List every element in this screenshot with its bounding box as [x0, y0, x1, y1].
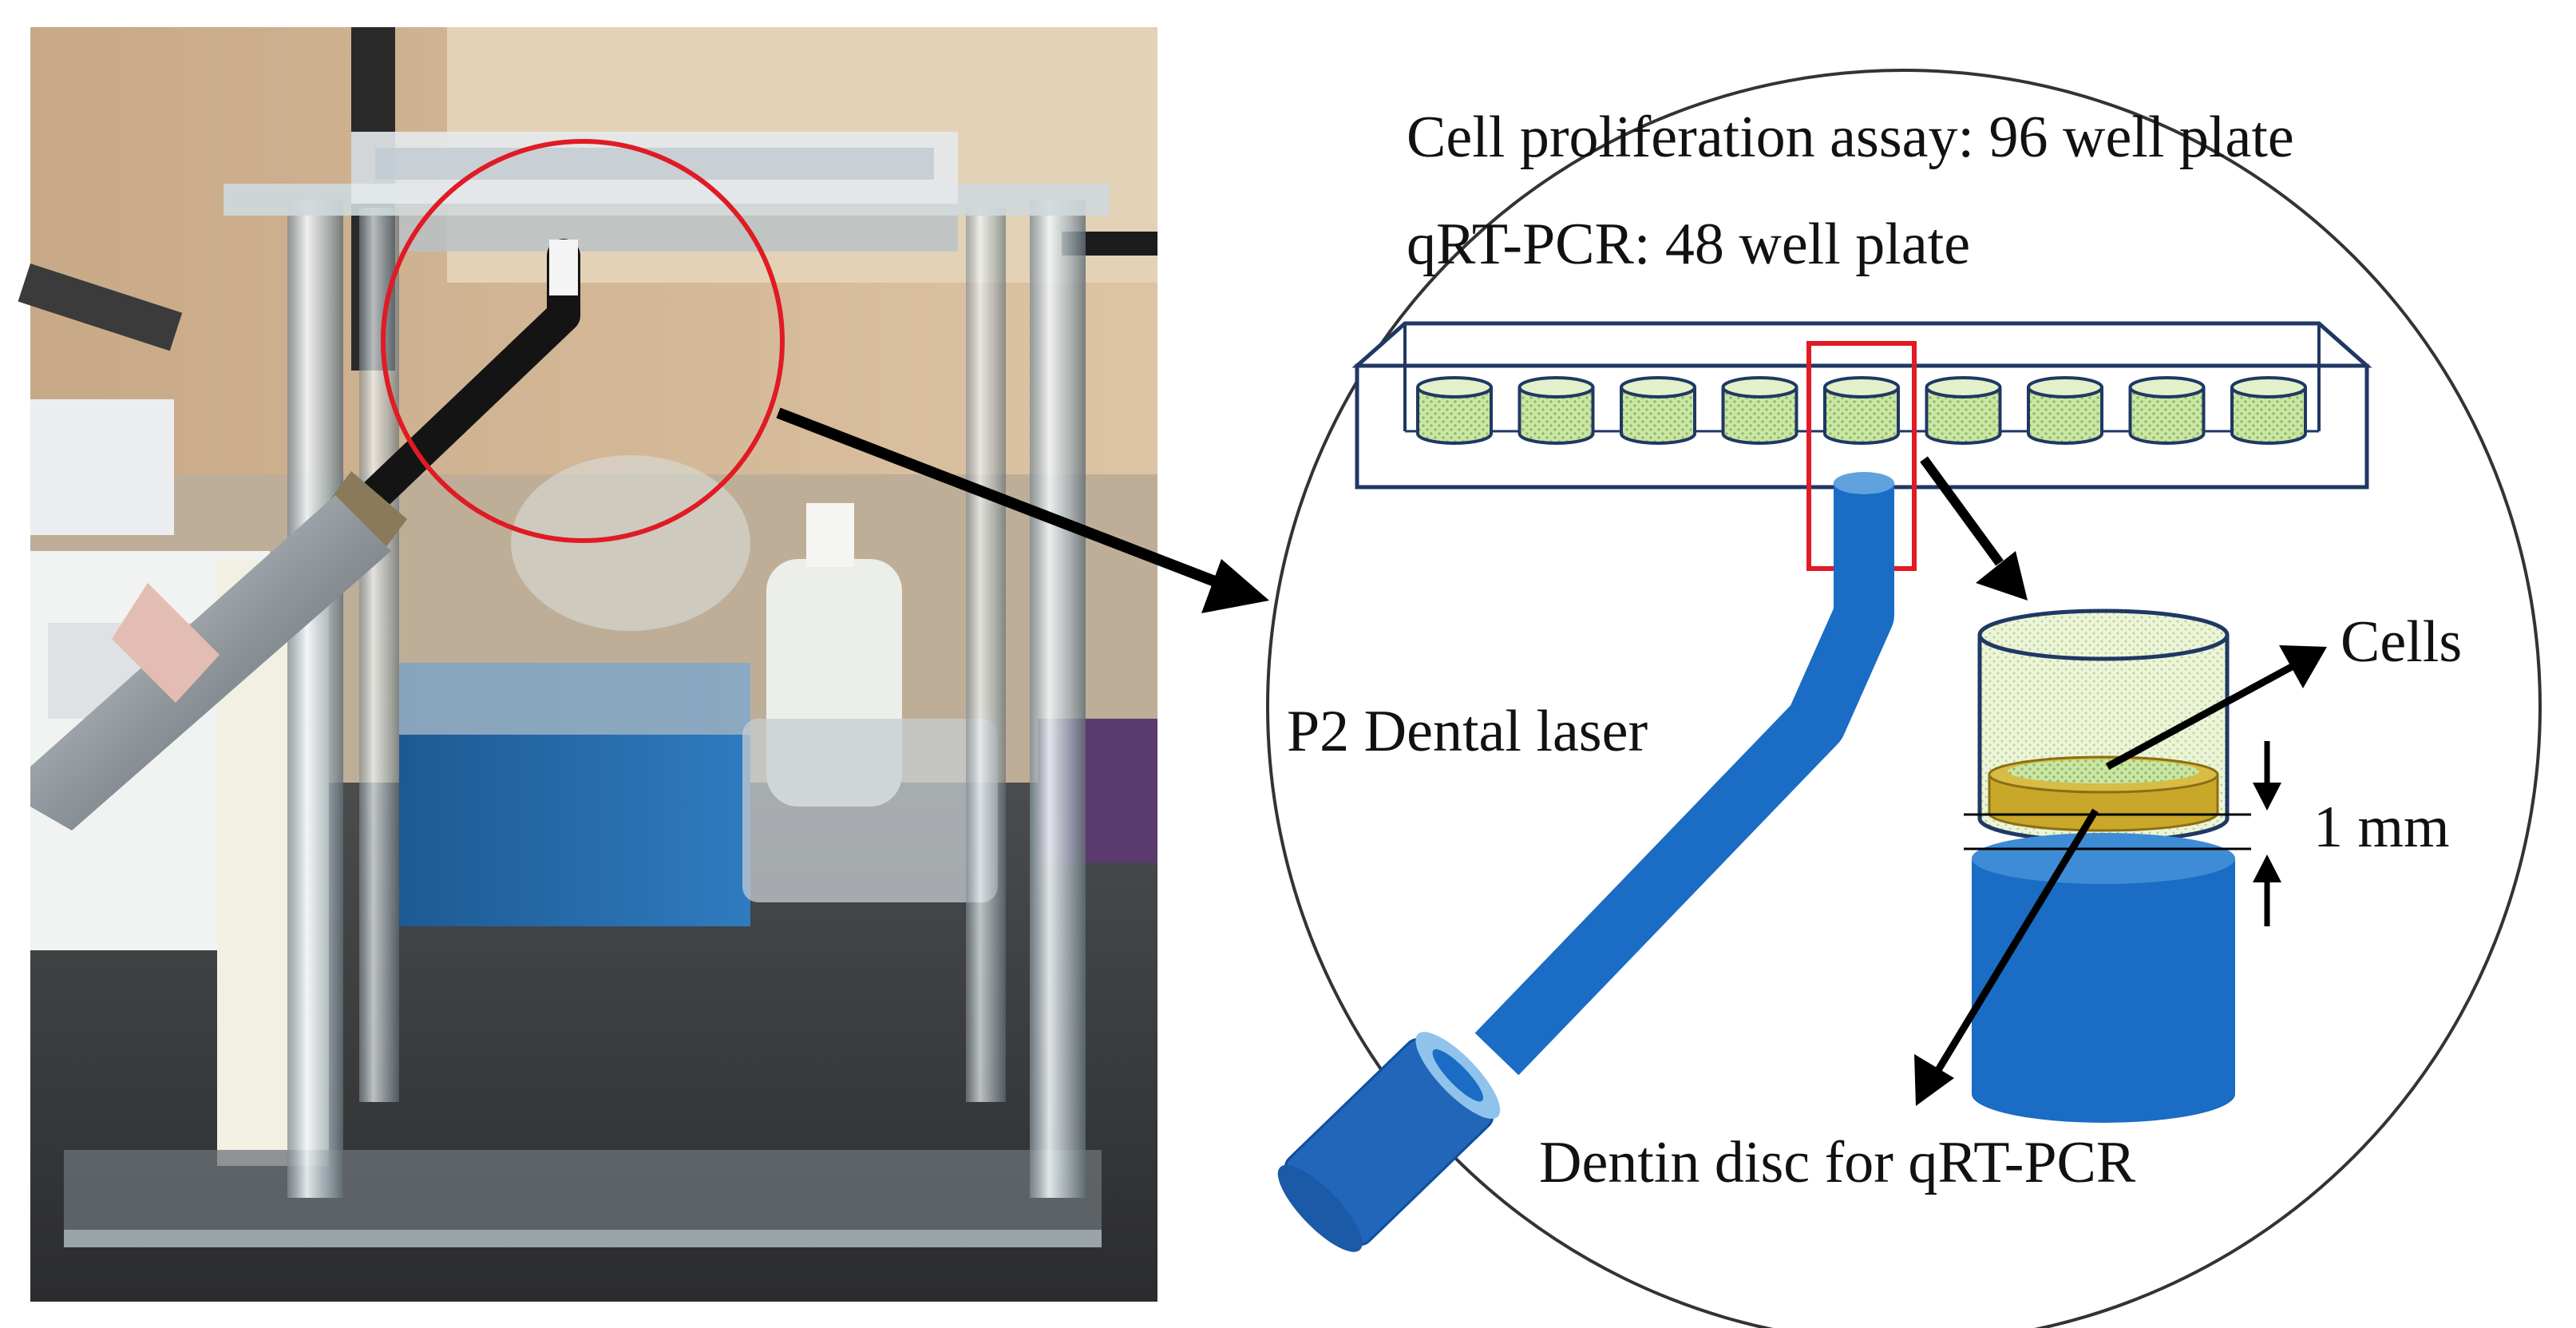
glass-bottle	[511, 455, 750, 631]
well-plate	[1351, 321, 2372, 571]
dentin-pointer	[1914, 808, 2099, 1106]
plate-well	[1518, 376, 1595, 445]
stand-rod-4	[1030, 200, 1086, 1198]
bottle-cap	[806, 503, 854, 567]
cells-pointer	[2105, 645, 2327, 770]
highlight-circle	[381, 139, 785, 543]
label-cells: Cells	[2341, 609, 2462, 675]
schematic-diagram: Cell proliferation assay: 96 well plate …	[1266, 69, 2542, 1328]
plate-well	[1925, 376, 2002, 445]
left-gray-cable	[18, 264, 183, 351]
petri-stack	[742, 719, 998, 902]
stand-rod-3	[966, 208, 1006, 1102]
plate-wells	[1416, 376, 2307, 445]
laser-schematic	[1277, 472, 1894, 1252]
stand-base-edge	[64, 1230, 1102, 1247]
plate-well	[1416, 376, 1493, 445]
handpiece-grip	[112, 583, 220, 703]
stand-rod-1	[287, 200, 343, 1198]
zoomed-well	[1977, 609, 2230, 843]
plate-well	[1620, 376, 1696, 445]
gap-indicator	[1964, 741, 2281, 926]
plate-well	[2027, 376, 2103, 445]
laser-cylinder-top	[1972, 833, 2235, 884]
label-cell-assay: Cell proliferation assay: 96 well plate	[1407, 105, 2294, 170]
laser-cylinder	[1972, 833, 2235, 1123]
zoom-arrow	[776, 407, 1269, 613]
label-gap: 1 mm	[2313, 795, 2450, 860]
label-dentin: Dentin disc for qRT-PCR	[1539, 1130, 2136, 1195]
plate-well	[1823, 376, 1900, 445]
label-laser: P2 Dental laser	[1287, 699, 1648, 764]
white-tray	[30, 399, 174, 535]
well-zoom-arrow	[1920, 456, 2028, 601]
cell-layer	[2008, 759, 2199, 783]
laser-fiber-schematic	[1474, 483, 1894, 1076]
laser-tip	[549, 240, 578, 295]
laser-tip-top	[1834, 472, 1894, 494]
stand-rod-2	[359, 208, 399, 1102]
label-qrtpcr-plate: qRT-PCR: 48 well plate	[1407, 212, 1970, 277]
plate-underside	[399, 216, 958, 252]
laser-handpiece-schematic	[1277, 1032, 1501, 1252]
laser-collar	[327, 471, 407, 551]
laser-cylinder-body	[1972, 858, 2235, 1123]
plate-well	[2128, 376, 2206, 445]
plate-well	[2230, 376, 2307, 445]
blue-container-lid	[399, 663, 750, 735]
plate-well	[1721, 376, 1798, 445]
well-rim	[1977, 609, 2230, 661]
apparatus-photo	[18, 27, 1157, 1302]
